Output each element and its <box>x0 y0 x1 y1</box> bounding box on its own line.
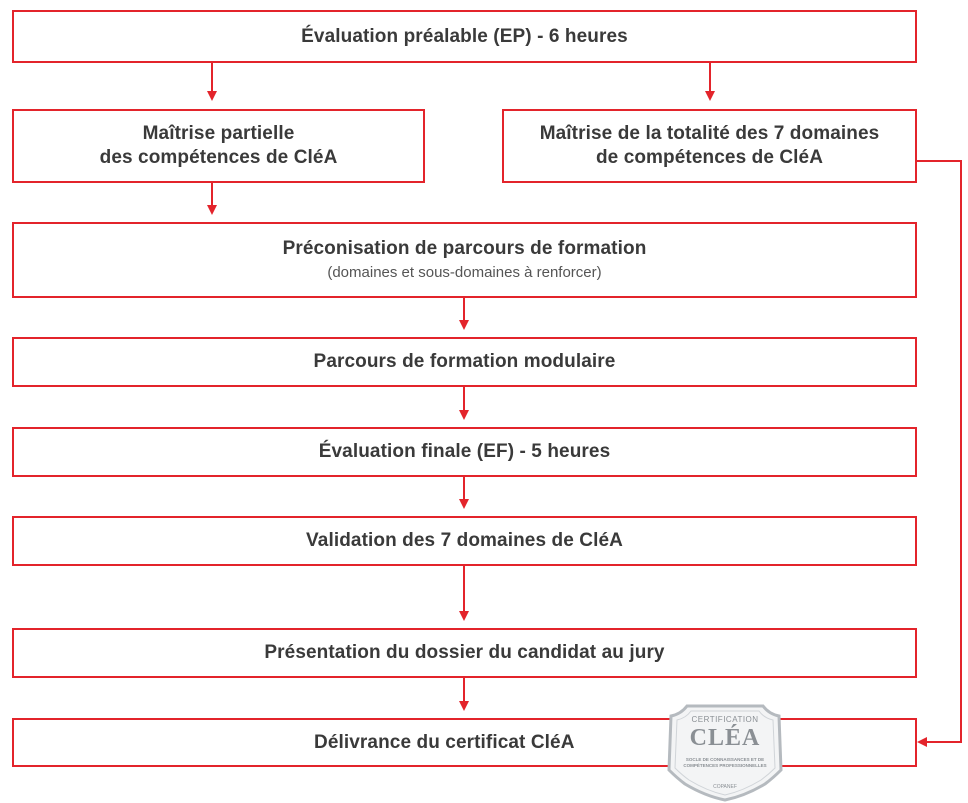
badge-shield-icon <box>667 704 783 802</box>
step-maitrise-totale-line1: Maîtrise de la totalité des 7 domaines <box>539 123 880 144</box>
step-evaluation-finale-label: Évaluation finale (EF) - 5 heures <box>318 441 611 462</box>
step-preconisation-title: Préconisation de parcours de formation <box>282 238 647 259</box>
arrow-total-to-delivrance <box>915 160 962 747</box>
step-evaluation-finale: Évaluation finale (EF) - 5 heures <box>12 427 917 477</box>
step-maitrise-partielle-line2: des compétences de CléA <box>99 147 338 168</box>
step-parcours-formation-label: Parcours de formation modulaire <box>313 351 616 372</box>
step-presentation-jury-label: Présentation du dossier du candidat au j… <box>264 642 665 663</box>
step-delivrance-certificat-label: Délivrance du certificat CléA <box>314 731 575 753</box>
step-maitrise-totale-line2: de compétences de CléA <box>595 147 824 168</box>
badge-heading: CERTIFICATION <box>691 715 759 724</box>
step-evaluation-prealable: Évaluation préalable (EP) - 6 heures <box>12 10 917 63</box>
step-parcours-formation: Parcours de formation modulaire <box>12 337 917 387</box>
badge-name: CLÉA <box>689 725 761 751</box>
step-presentation-jury: Présentation du dossier du candidat au j… <box>12 628 917 678</box>
step-evaluation-prealable-label: Évaluation préalable (EP) - 6 heures <box>301 25 628 47</box>
step-validation-label: Validation des 7 domaines de CléA <box>306 530 623 551</box>
badge-description: SOCLE DE CONNAISSANCES ET DE COMPÉTENCES… <box>683 757 767 768</box>
clea-certification-badge: CERTIFICATION CLÉA SOCLE DE CONNAISSANCE… <box>651 700 799 802</box>
step-validation: Validation des 7 domaines de CléA <box>12 516 917 566</box>
step-preconisation: Préconisation de parcours de formation (… <box>12 222 917 298</box>
badge-footer: COPANEF <box>713 784 737 790</box>
step-maitrise-partielle: Maîtrise partielle des compétences de Cl… <box>12 109 425 183</box>
step-maitrise-partielle-line1: Maîtrise partielle <box>142 123 295 144</box>
step-preconisation-subtitle: (domaines et sous-domaines à renforcer) <box>327 264 602 281</box>
step-maitrise-totale: Maîtrise de la totalité des 7 domaines d… <box>502 109 917 183</box>
